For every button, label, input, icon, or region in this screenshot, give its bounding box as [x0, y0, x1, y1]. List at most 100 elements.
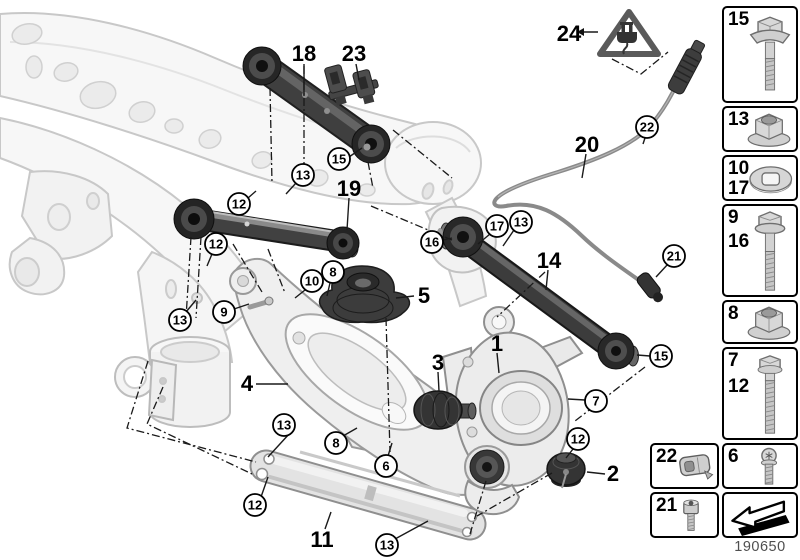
callout-13[interactable]: 13	[168, 308, 192, 332]
callout-9[interactable]: 9	[212, 300, 236, 324]
callout-10[interactable]: 10	[300, 269, 324, 293]
parts-panel-cell-10-17[interactable]: 10 17	[722, 155, 798, 201]
label-19: 19	[337, 176, 361, 201]
parts-panel-cell-8[interactable]: 8	[722, 300, 798, 344]
part-number-label: 13	[728, 109, 750, 130]
part-number-label: 9	[728, 207, 739, 228]
torx-screw-icon	[760, 447, 778, 485]
svg-text:12: 12	[232, 197, 246, 212]
label-11: 11	[310, 527, 333, 552]
part-number-label: 17	[728, 178, 750, 199]
callout-8[interactable]: 8	[324, 431, 348, 455]
parts-panel-cell-9-16[interactable]: 9 16	[722, 204, 798, 297]
label-20: 20	[575, 132, 599, 157]
callout-8[interactable]: 8	[321, 260, 345, 284]
svg-text:15: 15	[332, 152, 346, 167]
socket-head-screw-icon	[683, 499, 699, 531]
leader-lines	[185, 28, 669, 540]
svg-text:12: 12	[209, 237, 223, 252]
svg-text:12: 12	[248, 498, 262, 513]
svg-text:10: 10	[305, 274, 319, 289]
part-number-label: 8	[728, 303, 739, 324]
callout-6[interactable]: 6	[374, 454, 398, 478]
svg-text:6: 6	[382, 459, 389, 474]
callout-12[interactable]: 12	[243, 493, 267, 517]
parts-panel-cell-13[interactable]: 13	[722, 106, 798, 152]
plain-callouts: 18 23 24 20 19 14 5 4 3 1 2 11	[241, 21, 619, 552]
cable-clip-icon	[679, 454, 714, 480]
reinforcement-bar	[249, 449, 487, 541]
label-1: 1	[491, 331, 503, 356]
svg-text:21: 21	[667, 249, 681, 264]
part-number-label: 10	[728, 158, 750, 179]
svg-text:13: 13	[296, 168, 310, 183]
part-number-label: 21	[656, 495, 678, 516]
callout-12[interactable]: 12	[566, 427, 590, 451]
callout-15[interactable]: 15	[649, 344, 673, 368]
long-hex-bolt-icon	[757, 355, 783, 434]
back-arrow-icon	[731, 500, 790, 536]
callout-13[interactable]: 13	[272, 413, 296, 437]
electrical-connector-warning-icon	[597, 9, 661, 57]
assembly-axis-lines	[126, 51, 669, 535]
callout-16[interactable]: 16	[420, 230, 444, 254]
parts-panel-cell-21[interactable]: 21	[650, 492, 719, 538]
hex-bolt-with-washer-icon	[749, 16, 791, 91]
bushing-3	[413, 390, 477, 430]
mounting-bracket	[324, 64, 379, 106]
parts-panel-cell-15[interactable]: 15	[722, 6, 798, 103]
washer-icon	[749, 166, 793, 194]
callout-22[interactable]: 22	[635, 115, 659, 139]
cable-connector	[667, 39, 706, 95]
label-2: 2	[607, 461, 619, 486]
back-button-cell[interactable]	[722, 492, 798, 538]
svg-text:8: 8	[329, 265, 336, 280]
label-23: 23	[342, 41, 366, 66]
label-18: 18	[292, 41, 316, 66]
lower-control-arm	[436, 216, 639, 370]
svg-text:13: 13	[380, 538, 394, 553]
part-number-label: 12	[728, 376, 750, 397]
label-24: 24	[557, 21, 582, 46]
callout-12[interactable]: 12	[204, 232, 228, 256]
label-4: 4	[241, 371, 254, 396]
parts-panel-cell-22[interactable]: 22	[650, 443, 719, 489]
trailing-arm	[229, 258, 505, 496]
svg-text:13: 13	[277, 418, 291, 433]
camber-control-arm	[173, 198, 360, 260]
svg-text:13: 13	[173, 313, 187, 328]
callout-15[interactable]: 15	[327, 147, 351, 171]
trailing-arm-rubber-mount	[318, 265, 411, 324]
svg-text:13: 13	[514, 215, 528, 230]
svg-text:15: 15	[654, 349, 668, 364]
flange-nut-icon	[747, 306, 791, 340]
bushing-2	[546, 452, 586, 489]
part-number-label: 15	[728, 9, 750, 30]
wheel-carrier	[441, 306, 584, 516]
parts-panel-cell-7-12[interactable]: 7 12	[722, 347, 798, 440]
parts-panel-cell-6[interactable]: 6	[722, 443, 798, 489]
callout-21[interactable]: 21	[662, 244, 686, 268]
long-flange-bolt-icon	[754, 211, 786, 291]
label-14: 14	[537, 248, 562, 273]
callout-12[interactable]: 12	[227, 192, 251, 216]
callout-7[interactable]: 7	[584, 389, 608, 413]
callout-13[interactable]: 13	[291, 163, 315, 187]
circled-callouts: 12 12 13 15 13 9 10 8 16 17 13 22 21 15 …	[168, 115, 686, 557]
svg-text:9: 9	[220, 305, 227, 320]
flange-nut-icon	[747, 113, 791, 147]
label-5: 5	[418, 283, 430, 308]
callout-17[interactable]: 17	[485, 214, 509, 238]
svg-text:22: 22	[640, 120, 654, 135]
svg-text:7: 7	[592, 394, 599, 409]
callout-13[interactable]: 13	[375, 533, 399, 557]
part-number-label: 16	[728, 231, 750, 252]
upper-control-arm	[242, 46, 391, 164]
callout-13[interactable]: 13	[509, 210, 533, 234]
drawing-number: 190650	[734, 539, 786, 555]
part-number-label: 6	[728, 446, 739, 467]
svg-text:8: 8	[332, 436, 339, 451]
svg-text:17: 17	[490, 219, 504, 234]
